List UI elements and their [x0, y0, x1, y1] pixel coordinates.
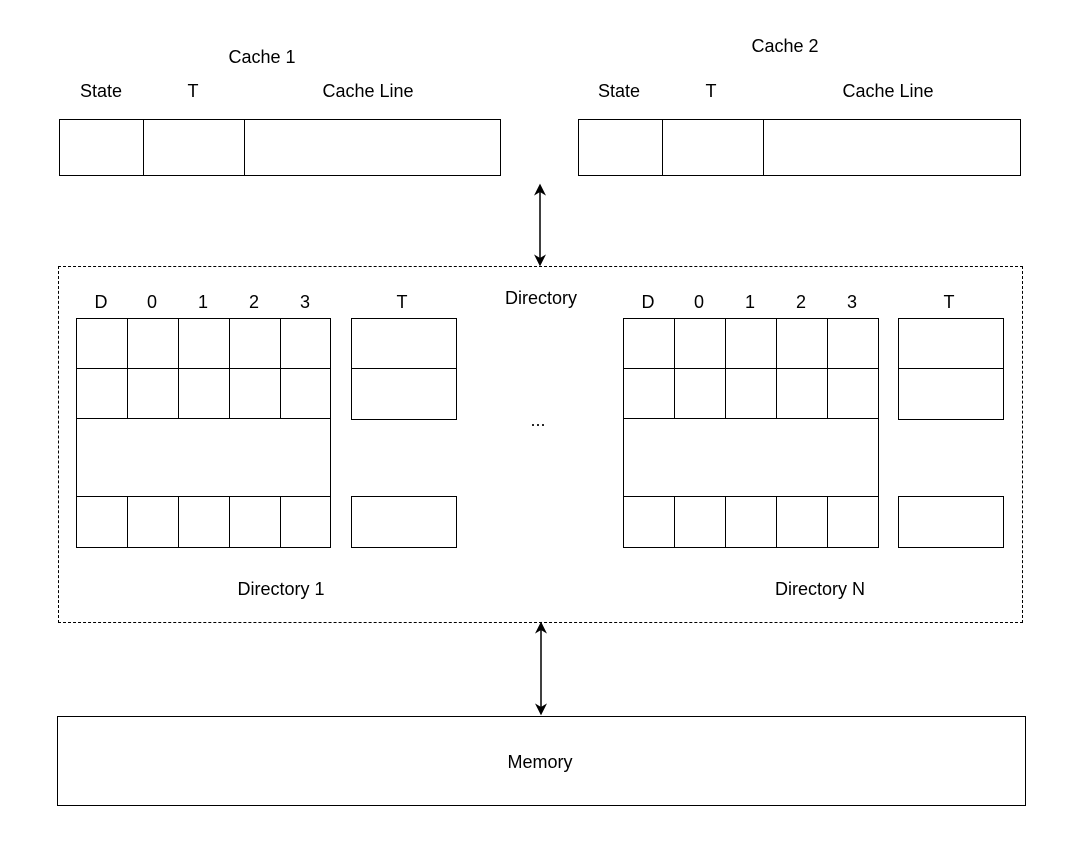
cache-2-state-cell	[579, 120, 663, 175]
dir-n-name: Directory N	[774, 579, 866, 599]
dir-n-bit-header-1: 1	[744, 292, 756, 312]
dir-1-cell	[230, 497, 281, 547]
cache-2-title: Cache 2	[751, 36, 819, 56]
dir-n-cell	[777, 369, 828, 419]
dir-n-bit-header-3: 3	[846, 292, 858, 312]
dir-1-gap-block	[76, 418, 331, 498]
dir-n-gap-block	[623, 418, 879, 498]
cache-1-line-header: Cache Line	[322, 81, 414, 101]
dir-1-bit-header-0: 0	[146, 292, 158, 312]
cache-2-line-header: Cache Line	[842, 81, 934, 101]
dir-1-cell	[230, 319, 281, 369]
dir-1-cell	[77, 319, 128, 369]
dir-1-cell	[230, 369, 281, 419]
cache-2-tag-cell	[663, 120, 764, 175]
cache-2-tag-header: T	[705, 81, 717, 101]
cache-1-tag-header: T	[187, 81, 199, 101]
dir-n-cell	[624, 319, 675, 369]
dir-n-cell	[726, 319, 777, 369]
cache-1-state-header: State	[79, 81, 123, 101]
dir-n-cell	[777, 319, 828, 369]
dir-n-cell	[675, 497, 726, 547]
dir-1-cell	[128, 497, 179, 547]
cache-1-tag-cell	[144, 120, 245, 175]
dir-1-cell	[179, 319, 230, 369]
dir-1-cell	[179, 497, 230, 547]
cache-1-title: Cache 1	[228, 47, 296, 67]
dir-1-cell	[179, 369, 230, 419]
directory-title: Directory	[504, 288, 578, 308]
dir-1-cell	[128, 319, 179, 369]
dir-1-bit-header-2: 2	[248, 292, 260, 312]
cache-2-state-header: State	[597, 81, 641, 101]
dir-1-row	[76, 318, 331, 370]
dir-1-cell	[77, 369, 128, 419]
dir-n-cell	[777, 497, 828, 547]
dir-n-tag-cell	[898, 368, 1004, 420]
memory-block	[57, 716, 1026, 806]
dir-n-cell	[624, 369, 675, 419]
cache-1-entry	[59, 119, 501, 176]
dir-n-bit-header-0: 0	[693, 292, 705, 312]
dir-n-cell	[624, 497, 675, 547]
dir-n-bit-header-2: 2	[795, 292, 807, 312]
dir-n-tag-cell	[898, 318, 1004, 370]
cache-1-state-cell	[60, 120, 144, 175]
directory-ellipsis: ...	[530, 410, 546, 430]
dir-n-row	[623, 496, 879, 548]
dir-n-cell	[675, 319, 726, 369]
dir-1-row	[76, 368, 331, 420]
dir-n-cell	[726, 497, 777, 547]
dir-1-cell	[77, 497, 128, 547]
dir-n-tag-header: T	[943, 292, 955, 312]
dir-1-bit-header-d: D	[94, 292, 108, 312]
dir-n-tag-cell	[898, 496, 1004, 548]
dir-1-tag-header: T	[396, 292, 408, 312]
dir-1-name: Directory 1	[237, 579, 325, 599]
dir-1-tag-cell	[351, 368, 457, 420]
memory-label: Memory	[507, 752, 573, 772]
dir-1-row	[76, 496, 331, 548]
dir-n-cell	[726, 369, 777, 419]
dir-1-bit-header-3: 3	[299, 292, 311, 312]
dir-1-cell	[128, 369, 179, 419]
cache-2-entry	[578, 119, 1021, 176]
dir-n-bit-header-d: D	[641, 292, 655, 312]
dir-n-row	[623, 368, 879, 420]
dir-1-tag-cell	[351, 496, 457, 548]
dir-1-bit-header-1: 1	[197, 292, 209, 312]
dir-n-cell	[675, 369, 726, 419]
dir-n-row	[623, 318, 879, 370]
